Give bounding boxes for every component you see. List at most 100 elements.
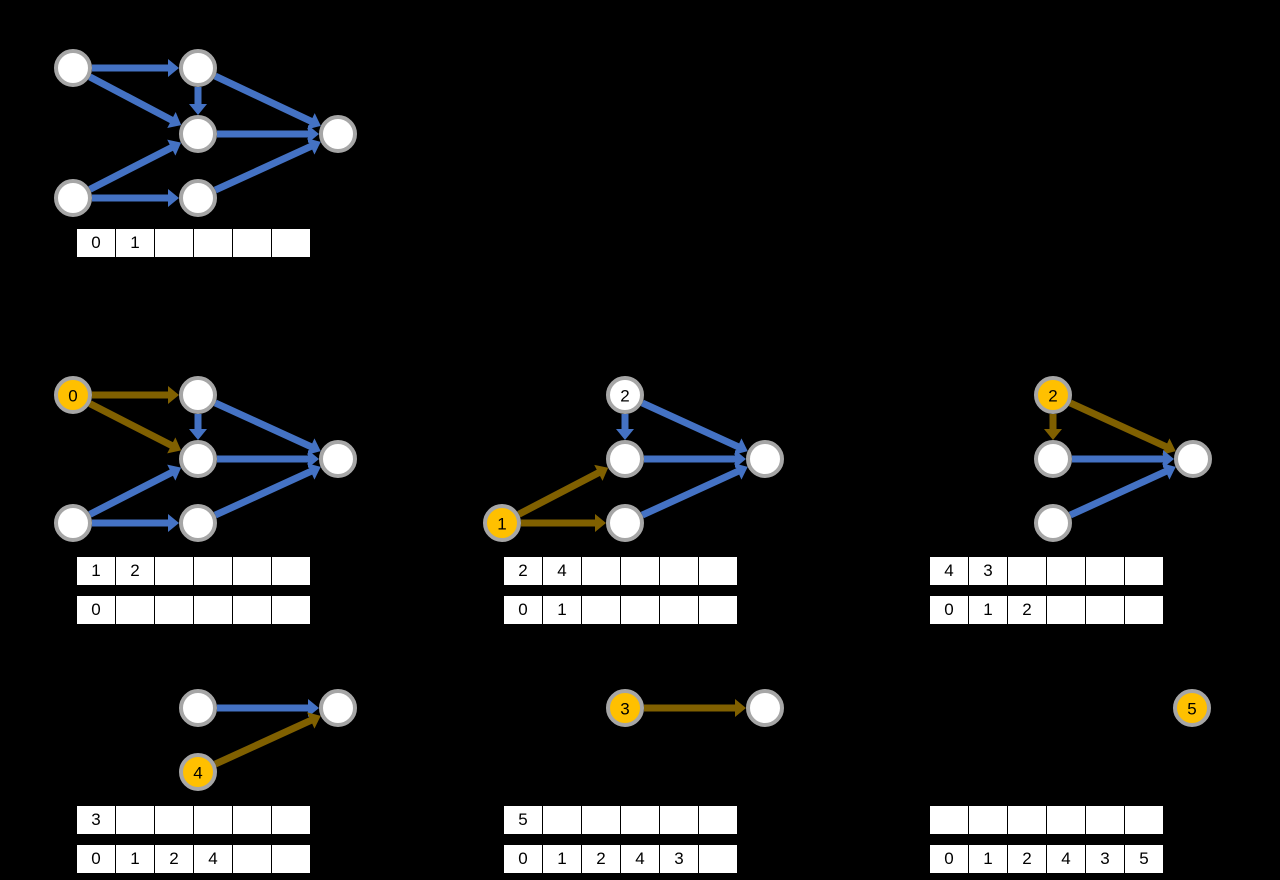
- table-cell-1: 1: [968, 595, 1008, 625]
- graph-node-panel-step-2-n1[interactable]: 1: [483, 504, 521, 542]
- graph-node-panel-step-2-n2[interactable]: 2: [606, 376, 644, 414]
- node-circle: [1173, 689, 1211, 727]
- graph-node-panel-initial-n5[interactable]: [319, 115, 357, 153]
- table-cell-2: [1007, 556, 1047, 586]
- node-circle: [1174, 440, 1212, 478]
- edge-group-panel-step-4: [213, 699, 321, 768]
- arrowhead-panel-step-2-n1-n4: [595, 514, 606, 532]
- graph-node-panel-step-1-n1[interactable]: [179, 376, 217, 414]
- node-circle: [179, 504, 217, 542]
- node-circle: [179, 179, 217, 217]
- table-cell-2: 2: [1007, 844, 1047, 874]
- table-cell-1: [115, 805, 155, 835]
- node-group-panel-step-2: 21: [483, 376, 784, 542]
- edge-panel-initial-n3-n5: [213, 142, 314, 194]
- graph-node-panel-initial-n1[interactable]: [179, 49, 217, 87]
- graph-node-panel-step-5-n5[interactable]: [746, 689, 784, 727]
- table-cell-1: 4: [542, 556, 582, 586]
- node-circle: [606, 504, 644, 542]
- table-cell-5: [698, 556, 738, 586]
- graph-node-panel-step-2-n3[interactable]: [606, 440, 644, 478]
- edge-panel-step-2-n1-n3: [517, 469, 602, 518]
- node-group-panel-step-3: 2: [1034, 376, 1212, 542]
- graph-node-panel-step-1-n4[interactable]: [54, 504, 92, 542]
- node-circle: [1034, 504, 1072, 542]
- graph-node-panel-step-1-n0[interactable]: 0: [54, 376, 92, 414]
- node-label: 4: [193, 764, 202, 783]
- edge-group-panel-step-1: [88, 386, 321, 532]
- table-cell-5: [271, 805, 311, 835]
- graph-node-panel-step-1-n5[interactable]: [319, 440, 357, 478]
- graph-node-panel-initial-n3[interactable]: [179, 179, 217, 217]
- table-cell-4: [1085, 556, 1125, 586]
- edge-group-panel-initial: [88, 59, 321, 207]
- node-label: 5: [1187, 700, 1196, 719]
- node-circle: [746, 689, 784, 727]
- table-cell-2: 2: [154, 844, 194, 874]
- graph-node-panel-step-4-n5[interactable]: [319, 689, 357, 727]
- table-cell-2: [154, 556, 194, 586]
- table-cell-1: 3: [968, 556, 1008, 586]
- graph-node-panel-step-4-n4[interactable]: 4: [179, 753, 217, 791]
- table-cell-3: [620, 556, 660, 586]
- graph-node-panel-step-3-n4[interactable]: [1034, 504, 1072, 542]
- graph-node-panel-step-1-n3[interactable]: [179, 504, 217, 542]
- graph-node-panel-step-3-n5[interactable]: [1174, 440, 1212, 478]
- node-label: 2: [620, 387, 629, 406]
- arrowhead-panel-step-2-n4-n5: [733, 463, 748, 480]
- node-group-panel-step-1: 0: [54, 376, 357, 542]
- table-cell-3: 4: [1046, 844, 1086, 874]
- table-cell-0: 3: [76, 805, 116, 835]
- table-cell-0: 1: [76, 556, 116, 586]
- graph-node-panel-initial-n2[interactable]: [179, 115, 217, 153]
- table-cell-1: 2: [115, 556, 155, 586]
- graph-node-panel-step-2-n4[interactable]: [606, 504, 644, 542]
- edge-panel-initial-n4-n2: [88, 143, 175, 193]
- graph-node-panel-step-6-n5[interactable]: 5: [1173, 689, 1211, 727]
- arrowhead-panel-step-4-n4-n5: [306, 712, 321, 729]
- node-circle: [319, 440, 357, 478]
- table-cell-5: [1124, 805, 1164, 835]
- graph-node-panel-step-5-n3[interactable]: 3: [606, 689, 644, 727]
- node-circle: [179, 49, 217, 87]
- table-cell-4: [659, 556, 699, 586]
- edge-panel-initial-n1-n5: [213, 72, 314, 126]
- edge-panel-step-1-n4-n2: [88, 468, 175, 518]
- arrowhead-panel-initial-n1-n5: [307, 113, 321, 130]
- node-circle: [54, 179, 92, 217]
- node-circle: [179, 440, 217, 478]
- node-circle: [606, 440, 644, 478]
- table-cell-3: [1046, 556, 1086, 586]
- table-cell-2: [581, 595, 621, 625]
- table-cell-2: 2: [581, 844, 621, 874]
- graph-node-panel-step-3-n3[interactable]: [1034, 440, 1072, 478]
- table-row: 0: [76, 595, 311, 625]
- graph-node-panel-initial-n4[interactable]: [54, 179, 92, 217]
- queue-row-panel-step-4: 3: [76, 805, 311, 835]
- graph-node-panel-step-4-n3[interactable]: [179, 689, 217, 727]
- table-cell-2: [154, 228, 194, 258]
- table-cell-3: [1046, 595, 1086, 625]
- table-cell-5: [271, 556, 311, 586]
- node-label: 1: [497, 515, 506, 534]
- table-cell-2: [154, 805, 194, 835]
- graph-node-panel-step-3-n2[interactable]: 2: [1034, 376, 1072, 414]
- graph-node-panel-step-1-n2[interactable]: [179, 440, 217, 478]
- node-circle: [319, 689, 357, 727]
- graph-node-panel-step-2-n5[interactable]: [746, 440, 784, 478]
- table-cell-5: [271, 595, 311, 625]
- table-cell-5: [271, 228, 311, 258]
- arrowhead-panel-step-1-n1-n2: [189, 429, 207, 440]
- graph-node-panel-initial-n0[interactable]: [54, 49, 92, 87]
- table-cell-2: [581, 805, 621, 835]
- table-cell-1: [542, 805, 582, 835]
- table-cell-1: 1: [542, 844, 582, 874]
- table-cell-3: [1046, 805, 1086, 835]
- table-cell-2: [154, 595, 194, 625]
